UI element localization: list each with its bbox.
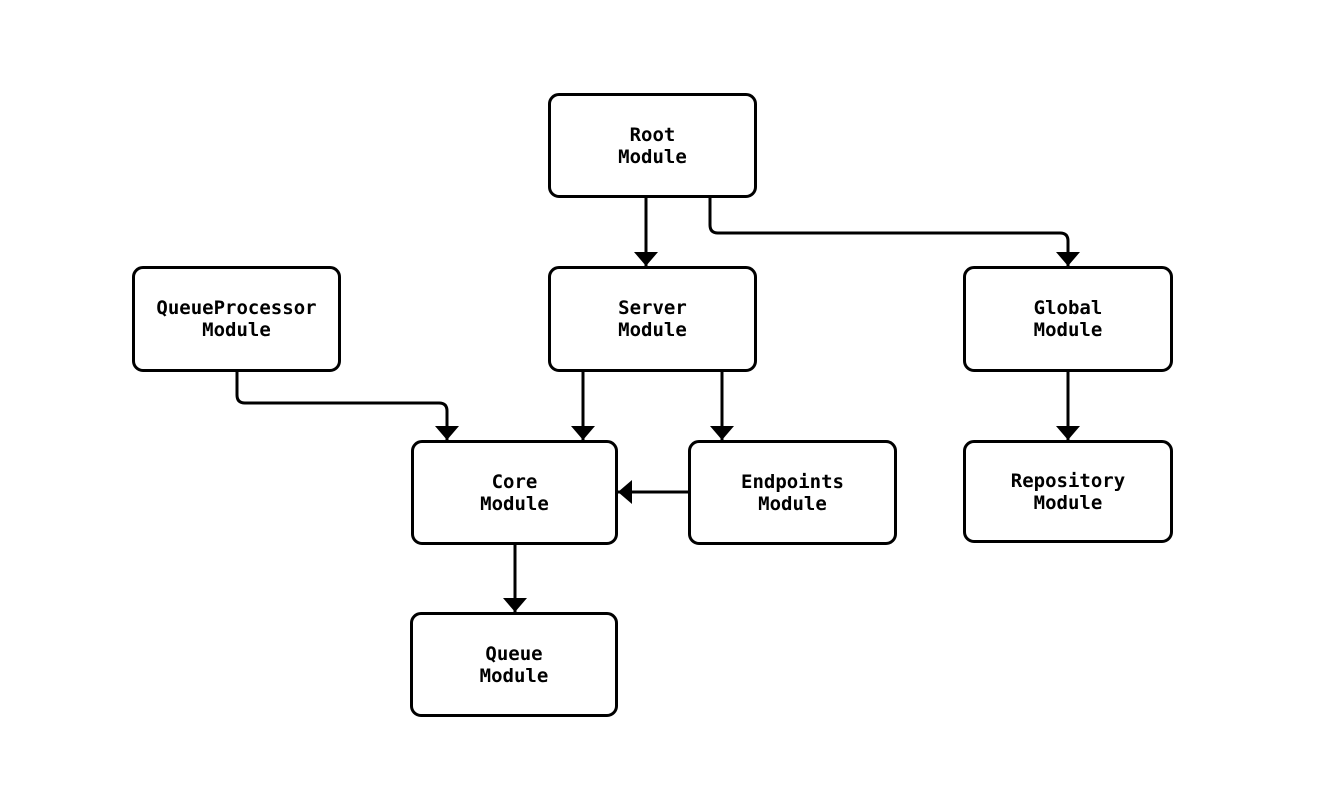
node-label-line: Module bbox=[202, 319, 271, 341]
node-label-line: Module bbox=[1033, 491, 1103, 514]
node-label-line: Server bbox=[618, 297, 687, 319]
node-label-line: QueueProcessor bbox=[156, 297, 317, 319]
node-label-line: Module bbox=[758, 492, 827, 515]
edge-queueprocessor-to-core bbox=[235, 372, 459, 440]
node-label-line: Root bbox=[629, 123, 676, 146]
node-label-line: Module bbox=[480, 492, 549, 515]
node-label-line: Repository bbox=[1010, 469, 1126, 492]
node-label-line: Core bbox=[491, 470, 538, 493]
edge-root-to-global bbox=[708, 198, 1080, 266]
node-label-line: Module bbox=[1033, 319, 1103, 341]
node-label-line: Module bbox=[618, 319, 687, 341]
node-label-line: Queue bbox=[485, 642, 543, 665]
node-label-line: Module bbox=[479, 664, 549, 687]
node-label-line: Global bbox=[1033, 297, 1103, 319]
node-label-line: Endpoints bbox=[741, 470, 844, 493]
node-label-line: Module bbox=[618, 145, 687, 168]
